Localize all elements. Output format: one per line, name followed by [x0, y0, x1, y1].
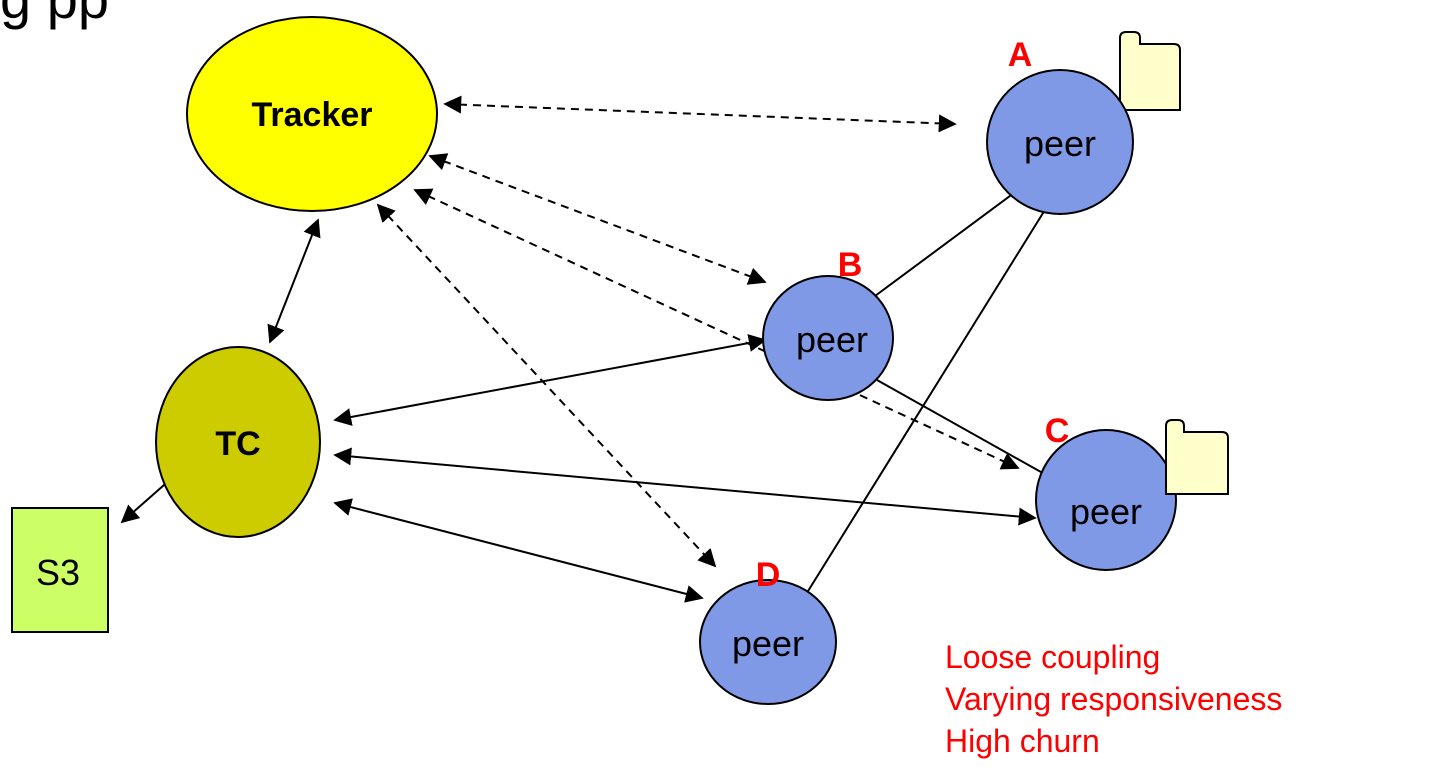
- heading-fragment: g pp: [0, 0, 109, 30]
- s3-node[interactable]: S3: [11, 507, 109, 633]
- edge-peer-a-to-peer-b: [874, 189, 1019, 297]
- peer-c-ellipse: [1035, 429, 1177, 571]
- peer-d-node[interactable]: peer D: [699, 556, 837, 705]
- peer-d-label: peer: [732, 623, 804, 664]
- tracker-label: Tracker: [252, 96, 373, 134]
- file-icon: [1119, 31, 1181, 111]
- edge-tc-to-peer-d: [333, 498, 704, 603]
- notes-block: Loose coupling Varying responsiveness Hi…: [945, 639, 1282, 759]
- s3-label: S3: [36, 552, 80, 593]
- note-line: Loose coupling: [945, 639, 1160, 675]
- peer-b-letter: B: [838, 246, 863, 284]
- s3-box: [11, 507, 109, 633]
- note-line: Varying responsiveness: [945, 681, 1282, 717]
- tc-label: TC: [215, 425, 260, 463]
- edge-tracker-to-peer-d: [376, 203, 717, 568]
- peer-a-letter: A: [1008, 36, 1033, 74]
- peer-c-node[interactable]: peer C: [1035, 412, 1229, 571]
- peer-a-label: peer: [1024, 123, 1096, 164]
- edge-tracker-to-tc: [267, 218, 321, 344]
- peer-b-node[interactable]: peer B: [762, 246, 894, 401]
- edge-peer-b-to-peer-c: [876, 379, 1049, 477]
- note-line: High churn: [945, 723, 1100, 759]
- edges-layer: [120, 95, 1049, 605]
- edge-peer-a-to-peer-d: [799, 204, 1049, 605]
- edge-tc-to-s3: [120, 477, 173, 524]
- peer-a-ellipse: [986, 69, 1134, 215]
- peer-b-label: peer: [796, 319, 868, 360]
- peer-d-letter: D: [756, 556, 781, 594]
- tc-ellipse: [155, 346, 321, 538]
- peer-c-letter: C: [1045, 412, 1070, 450]
- edge-tc-to-peer-c: [333, 447, 1037, 526]
- file-icon: [1165, 419, 1229, 495]
- peer-d-ellipse: [699, 579, 837, 705]
- tracker-ellipse: [186, 16, 438, 212]
- edge-tc-to-peer-b: [333, 334, 767, 426]
- peer-c-label: peer: [1070, 491, 1142, 532]
- tc-node[interactable]: TC: [155, 346, 321, 538]
- edge-tracker-to-peer-c: [413, 188, 1020, 470]
- tracker-node[interactable]: Tracker: [186, 16, 438, 212]
- peer-b-ellipse: [762, 275, 894, 401]
- peer-a-node[interactable]: peer A: [986, 31, 1181, 215]
- edge-tracker-to-peer-a: [443, 95, 957, 133]
